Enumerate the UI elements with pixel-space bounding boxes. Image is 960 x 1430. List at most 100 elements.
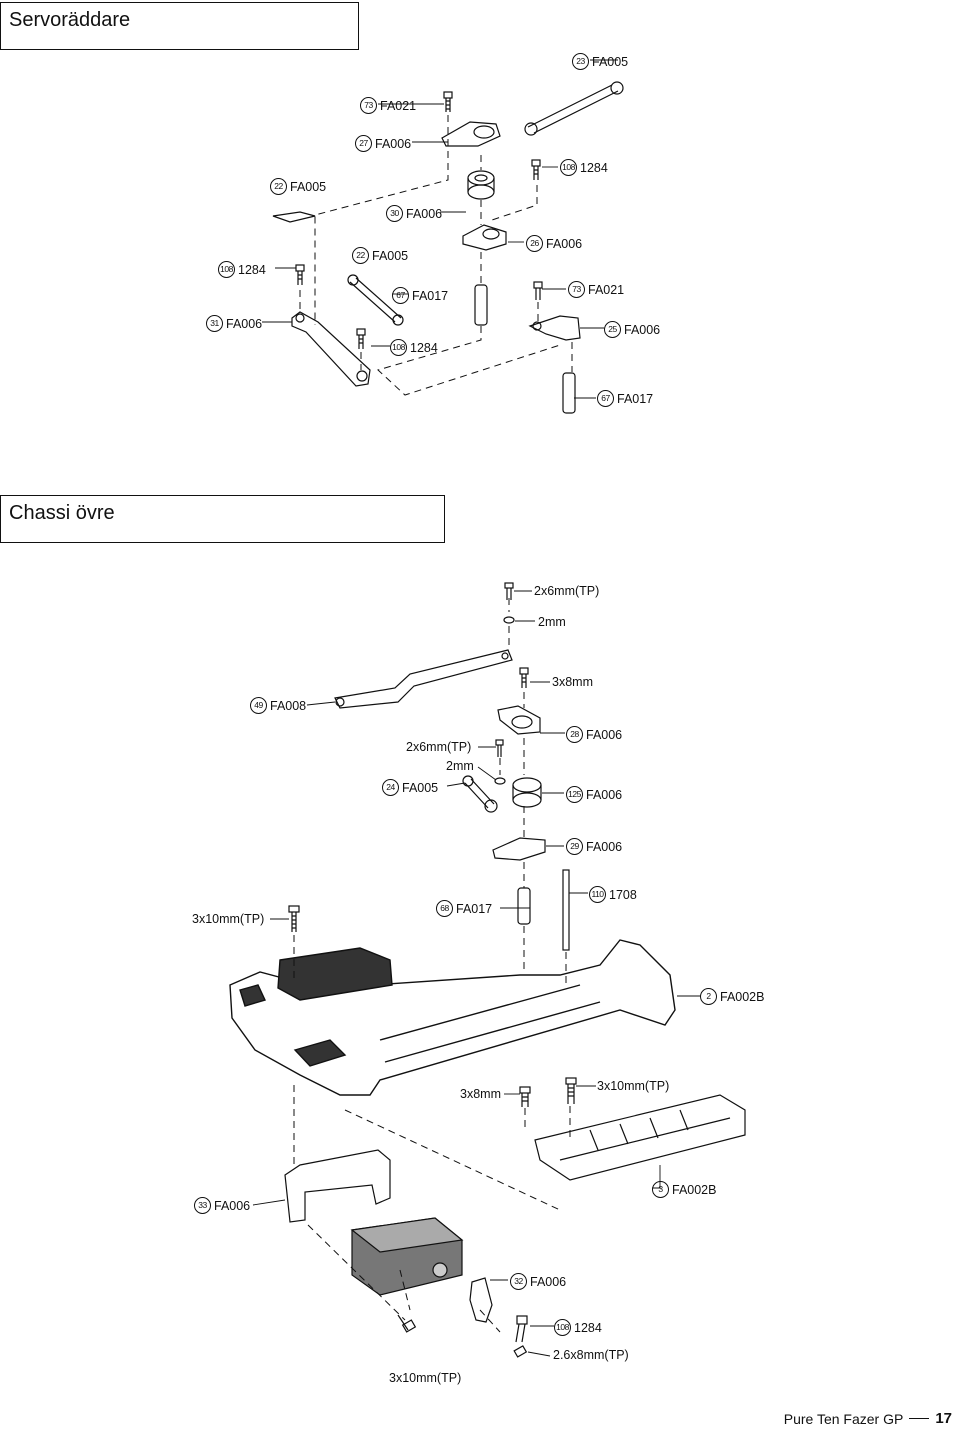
part-code: FA006: [226, 316, 263, 331]
part-number: 33: [194, 1197, 211, 1214]
hardware-label: 2x6mm(TP): [406, 740, 472, 754]
part-code: FA006: [586, 839, 623, 854]
servo-horn-part: [441, 121, 501, 147]
servo-arm-part: [291, 311, 371, 387]
part-code: FA005: [372, 248, 409, 263]
link-part: [272, 211, 316, 223]
post-part: [517, 869, 570, 951]
part-number: 31: [206, 315, 223, 332]
part-number: 73: [360, 97, 377, 114]
part-code: FA021: [588, 282, 625, 297]
part-code: FA005: [402, 780, 439, 795]
part-number: 27: [355, 135, 372, 152]
servo-arm-part: [528, 315, 581, 341]
hardware-label: 3x8mm: [460, 1087, 501, 1101]
part-number: 108: [218, 261, 235, 278]
assembly-guide-lines: [293, 598, 571, 1333]
servo-horn-part: [462, 224, 507, 251]
part-code: FA005: [290, 179, 327, 194]
part-code: 1284: [580, 160, 608, 175]
part-number: 22: [352, 247, 369, 264]
part-code: FA021: [380, 98, 417, 113]
link-part: [462, 775, 498, 813]
part-number: 24: [382, 779, 399, 796]
part-code: FA006: [586, 727, 623, 742]
servo-part: [350, 1217, 464, 1296]
part-code: FA005: [592, 54, 629, 69]
screw-part: [295, 91, 543, 349]
page-footer: Pure Ten Fazer GP 17: [784, 1410, 952, 1427]
section-title: Servoräddare: [9, 9, 131, 31]
hardware-label: 3x10mm(TP): [389, 1371, 462, 1385]
servo-horn-part: [492, 837, 546, 861]
chassis-plate-part: [229, 939, 676, 1096]
part-number: 23: [572, 53, 589, 70]
servo-horn-part: [497, 705, 541, 735]
hardware-label: 2mm: [538, 615, 566, 629]
part-code: FA017: [456, 901, 493, 916]
post-part: [474, 284, 576, 414]
part-code: FA008: [270, 698, 307, 713]
hardware-label: 2mm: [446, 759, 474, 773]
part-number: 108: [390, 339, 407, 356]
part-number: 3: [652, 1181, 669, 1198]
part-number: 68: [436, 900, 453, 917]
section-header-servo-saver: Servoräddare: [0, 2, 359, 50]
part-code: 1284: [574, 1320, 602, 1335]
footer-rule: [909, 1418, 930, 1419]
hardware-label: 2.6x8mm(TP): [553, 1348, 629, 1362]
link-part: [347, 274, 404, 326]
part-code: 1708: [609, 887, 637, 902]
part-code: FA017: [412, 288, 449, 303]
part-number: 26: [526, 235, 543, 252]
part-number: 67: [392, 287, 409, 304]
part-number: 67: [597, 390, 614, 407]
part-number: 28: [566, 726, 583, 743]
part-number: 49: [250, 697, 267, 714]
part-number: 125: [566, 786, 583, 803]
hardware-label: 3x10mm(TP): [192, 912, 265, 926]
part-number: 29: [566, 838, 583, 855]
section-header-upper-chassis: Chassi övre: [0, 495, 445, 543]
part-code: FA006: [375, 136, 412, 151]
section-title: Chassi övre: [9, 502, 115, 524]
part-code: FA006: [530, 1274, 567, 1289]
servo-mount-part: [284, 1149, 391, 1223]
part-number: 32: [510, 1273, 527, 1290]
part-code: FA006: [546, 236, 583, 251]
part-code: FA002B: [672, 1182, 717, 1197]
part-code: FA006: [586, 787, 623, 802]
part-code: FA006: [406, 206, 443, 221]
part-number: 73: [568, 281, 585, 298]
screw-part: [288, 582, 577, 1358]
part-number: 110: [589, 886, 606, 903]
part-code: FA017: [617, 391, 654, 406]
page-number: 17: [935, 1410, 952, 1427]
assembly-guide-lines: [299, 115, 573, 396]
servo-link-part: [524, 81, 624, 136]
part-code: FA006: [214, 1198, 251, 1213]
part-number: 25: [604, 321, 621, 338]
